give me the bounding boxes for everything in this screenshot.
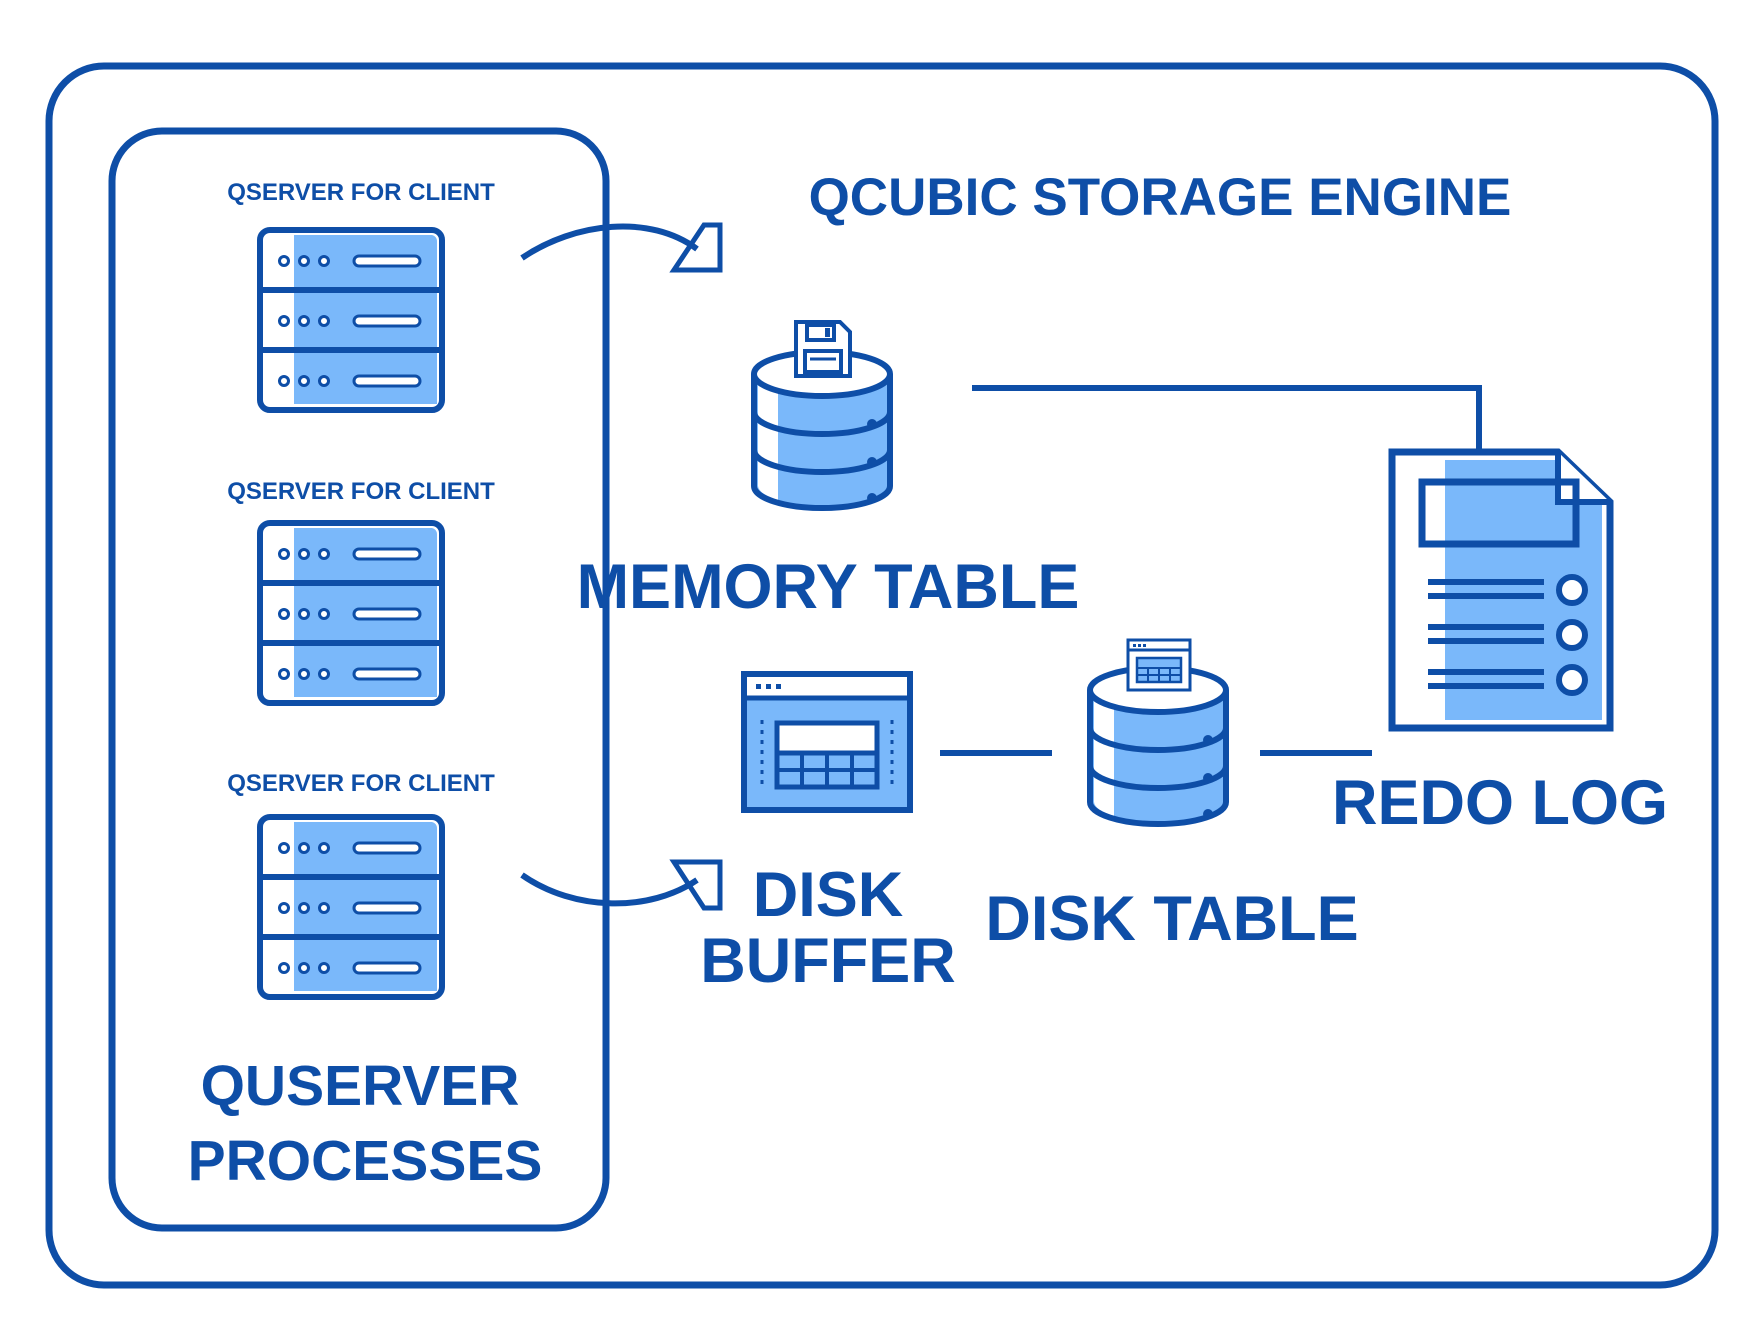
server-label-1: QSERVER FOR CLIENT [227, 179, 495, 206]
window-grid-icon [1126, 638, 1192, 692]
memory-table-label: MEMORY TABLE [577, 552, 1080, 622]
server-label-2: QSERVER FOR CLIENT [227, 478, 495, 505]
processes-group-frame [108, 127, 610, 1232]
server-rack-icon [260, 523, 442, 703]
buffer-window-icon [741, 671, 913, 813]
engine-title: QCUBIC STORAGE ENGINE [809, 168, 1512, 227]
floppy-disk-icon [794, 320, 852, 378]
disk-buffer-label-line2: BUFFER [700, 926, 955, 996]
disk-table-label: DISK TABLE [985, 884, 1358, 954]
redo-log-document-icon [1388, 448, 1614, 732]
server-label-3: QSERVER FOR CLIENT [227, 770, 495, 797]
processes-label-line2: PROCESSES [188, 1129, 543, 1193]
server-rack-icon [260, 817, 442, 997]
redo-log-label: REDO LOG [1332, 768, 1668, 838]
disk-buffer-label-line1: DISK [753, 860, 904, 930]
processes-label-line1: QUSERVER [201, 1054, 520, 1118]
storage-engine-frame [45, 62, 1719, 1289]
connector-memory-to-redo [972, 385, 1482, 452]
arrow-to-memory-table [520, 222, 723, 273]
arrow-to-disk-buffer [520, 859, 723, 911]
server-rack-icon [260, 230, 442, 410]
